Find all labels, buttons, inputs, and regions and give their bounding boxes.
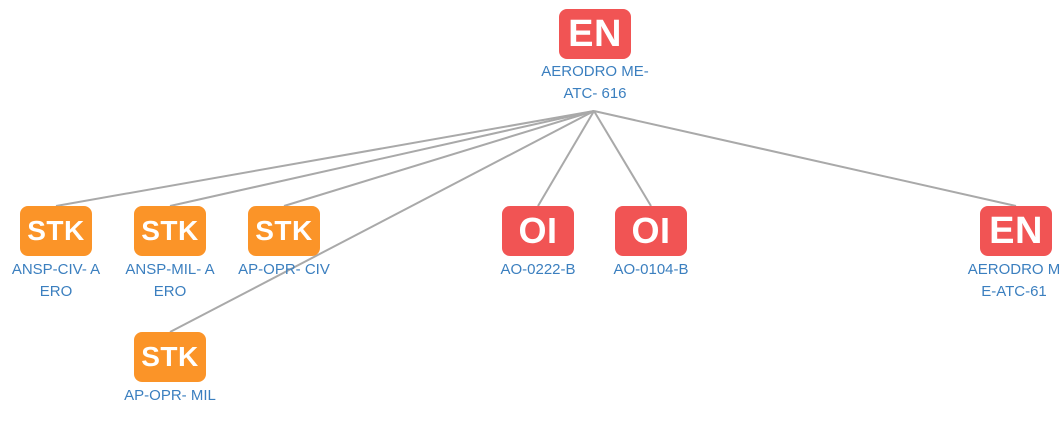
node-ao-0222-b[interactable]: OI AO-0222-B [500, 206, 576, 278]
node-label: AO-0222-B [500, 261, 576, 278]
node-label: AP-OPR- MIL [124, 387, 216, 404]
node-label: AP-OPR- CIV [238, 261, 330, 278]
node-ap-opr-civ[interactable]: STK AP-OPR- CIV [238, 206, 330, 278]
edge-root-ao-0222 [537, 110, 595, 207]
oi-node-badge: OI [502, 206, 574, 256]
oi-node-badge: OI [615, 206, 687, 256]
en-node-badge: EN [980, 206, 1052, 256]
edge-root-ap-opr-civ [283, 110, 595, 207]
node-label: AERODRO ME-ATC- 616 [541, 63, 649, 102]
stk-node-badge: STK [134, 206, 206, 256]
node-label: ANSP-MIL- AERO [125, 261, 215, 300]
stk-node-badge: STK [20, 206, 92, 256]
stk-node-badge: STK [134, 332, 206, 382]
node-ao-0104-b[interactable]: OI AO-0104-B [613, 206, 689, 278]
node-ansp-mil-aero[interactable]: STK ANSP-MIL- AERO [125, 206, 215, 300]
node-label: ANSP-CIV- AERO [11, 261, 101, 300]
node-aerodrome-atc-616[interactable]: EN AERODRO ME-ATC- 616 [541, 9, 649, 102]
node-aerodrome-atc-61[interactable]: EN AERODRO ME-ATC-61 [968, 206, 1060, 300]
node-label: AO-0104-B [613, 261, 689, 278]
edge-root-ap-opr-mil [169, 110, 595, 333]
edge-root-aero-61 [593, 110, 1017, 207]
edge-root-ao-0104 [593, 110, 652, 207]
edge-root-ansp-civ [55, 110, 595, 207]
en-node-badge: EN [559, 9, 631, 59]
node-ansp-civ-aero[interactable]: STK ANSP-CIV- AERO [12, 206, 100, 300]
stk-node-badge: STK [248, 206, 320, 256]
node-ap-opr-mil[interactable]: STK AP-OPR- MIL [124, 332, 216, 404]
node-label: AERODRO ME-ATC-61 [967, 261, 1061, 300]
edge-root-ansp-mil [169, 110, 595, 207]
